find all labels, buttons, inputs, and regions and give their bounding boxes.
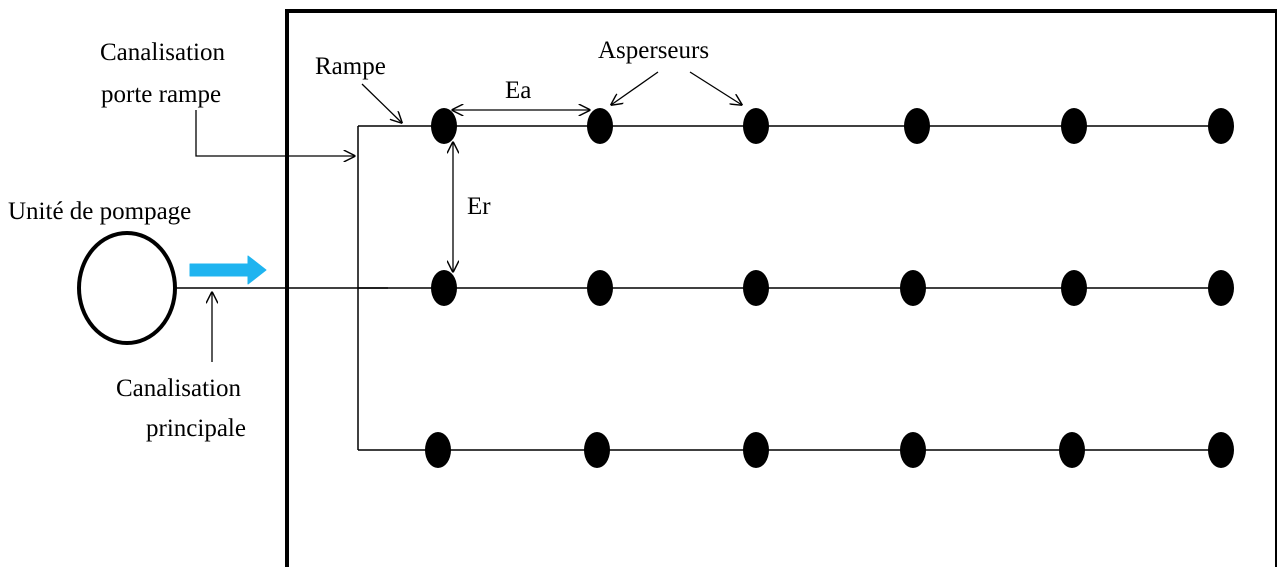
field-boundary [285,9,1277,567]
label-er: Er [467,193,491,220]
sprinkler [743,108,769,144]
sprinkler [743,432,769,468]
sprinkler [584,432,610,468]
sprinkler [1208,108,1234,144]
sprinkler [425,432,451,468]
sprinkler [587,270,613,306]
sprinkler [900,270,926,306]
pump-unit-circle [77,231,177,345]
porte-rampe-leader-arrow [195,110,355,156]
asperseurs-leader-arrow-left [611,71,659,105]
label-canalisation-porte-rampe-1: Canalisation [100,39,225,66]
sprinkler [1059,432,1085,468]
sprinkler [587,108,613,144]
label-unite-de-pompage: Unité de pompage [8,198,191,225]
sprinkler [1061,108,1087,144]
sprinkler [900,432,926,468]
label-asperseurs: Asperseurs [598,37,709,64]
label-canalisation-principale-1: Canalisation [116,375,241,402]
sprinkler [904,108,930,144]
flow-arrow-icon [189,255,267,285]
sprinkler [431,270,457,306]
sprinkler [743,270,769,306]
label-canalisation-porte-rampe-2: porte rampe [101,81,221,108]
label-canalisation-principale-2: principale [146,415,246,442]
sprinkler [1208,270,1234,306]
asperseurs-leader-arrow-right [689,71,742,105]
label-ea: Ea [505,77,531,104]
rampe-leader-arrow [361,83,402,123]
sprinkler [1208,432,1234,468]
sprinkler [431,108,457,144]
label-rampe: Rampe [315,53,386,80]
sprinkler [1061,270,1087,306]
